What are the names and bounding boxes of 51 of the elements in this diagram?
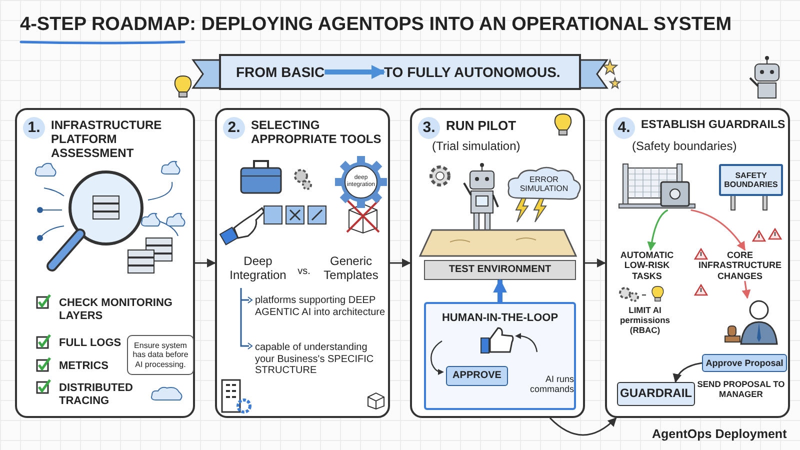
loop-panel — [424, 302, 576, 410]
step-number: 2. — [223, 117, 245, 139]
checklist-item: FULL LOGS — [59, 337, 122, 350]
vs-label: vs. — [296, 266, 312, 278]
arrow — [585, 258, 606, 268]
note-text: LIMIT AI permissions (RBAC) — [618, 306, 672, 336]
guardrail-badge: GUARDRAIL — [617, 382, 695, 406]
approve-badge: APPROVE — [446, 366, 508, 386]
caption: AgentOps Deployment — [652, 427, 787, 442]
arrow — [195, 258, 216, 268]
bullet-text: capable of understanding your Business's SPECIFIC STRUCTURE — [255, 342, 375, 376]
arrow — [690, 209, 746, 251]
checklist-item: CHECK MONITORING LAYERS — [59, 297, 174, 322]
step-subtitle: (Safety boundaries) — [632, 140, 738, 154]
banner-text: FROM BASIC — [236, 64, 325, 80]
note-text: AI runs commands — [528, 374, 574, 395]
option-label: Generic Templates — [322, 255, 380, 283]
step-number: 4. — [613, 117, 635, 139]
step-heading: INFRASTRUCTURE PLATFORM ASSESSMENT — [51, 119, 163, 160]
step-number: 1. — [23, 117, 45, 139]
note-text: SEND PROPOSAL TO MANAGER — [697, 380, 785, 400]
step-subtitle: (Trial simulation) — [432, 140, 522, 154]
error-cloud: ERROR SIMULATION — [506, 166, 582, 202]
task-label: AUTOMATIC LOW-RISK TASKS — [611, 250, 683, 282]
step-heading: SELECTING APPROPRIATE TOOLS — [251, 119, 382, 147]
loop-heading: HUMAN-IN-THE-LOOP — [440, 312, 560, 325]
checklist-item: DISTRIBUTED TRACING — [59, 382, 134, 408]
bullet-text: platforms supporting DEEP AGENTIC AI into architecture — [255, 295, 386, 318]
safety-sign: SAFETY BOUNDARIES — [719, 164, 783, 196]
checklist-item: METRICS — [59, 360, 110, 373]
option-label: Deep Integration — [228, 255, 288, 283]
manager-with-stamp-drawing — [725, 298, 781, 344]
task-label: CORE INFRASTRUCTURE CHANGES — [691, 250, 789, 282]
arrow — [324, 65, 386, 79]
arrow — [742, 280, 751, 299]
step-panel — [605, 108, 790, 418]
test-environment-label: TEST ENVIRONMENT — [424, 260, 576, 280]
step-number: 3. — [418, 117, 440, 139]
arrow — [390, 258, 411, 268]
banner-text: TO FULLY AUTONOMOUS. — [384, 64, 560, 80]
arrow — [549, 417, 617, 436]
approve-proposal-badge: Approve Proposal — [702, 354, 787, 372]
arrow — [647, 209, 668, 251]
arrow — [493, 278, 507, 302]
arrow — [673, 362, 702, 383]
step-heading: RUN PILOT — [446, 119, 518, 134]
callout-bubble: Ensure system has data before AI processing. — [127, 335, 194, 375]
ribbon-banner — [192, 54, 608, 92]
title: 4-STEP ROADMAP: DEPLOYING AGENTOPS INTO AN OPERATIONAL SYSTEM — [20, 14, 732, 36]
step-panel — [215, 108, 390, 418]
step-heading: ESTABLISH GUARDRAILS — [641, 119, 786, 132]
